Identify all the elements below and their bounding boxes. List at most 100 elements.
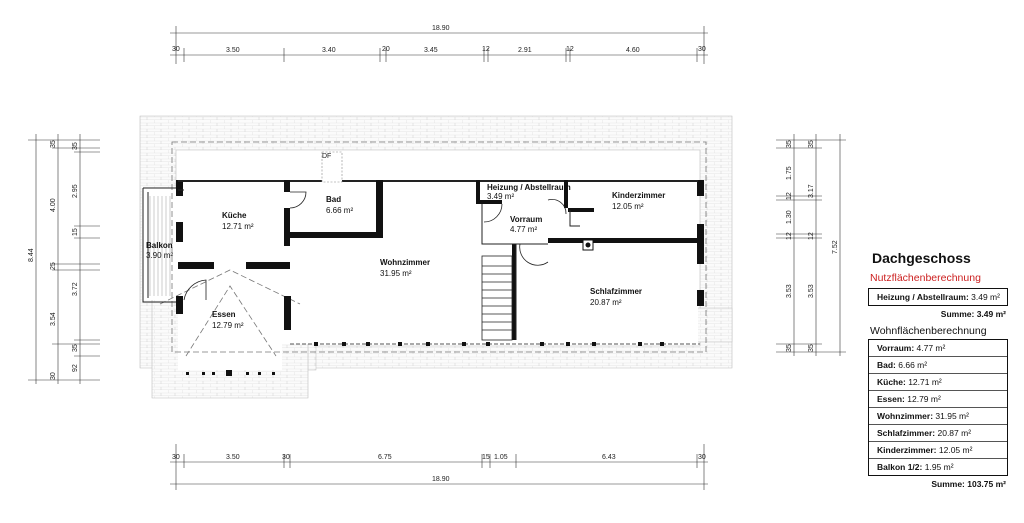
dim-label: 30 [698, 46, 706, 53]
chimney-icon [582, 239, 594, 251]
dim-label: 12 [786, 192, 793, 200]
dimension-top-labels: 18.90 30 3.50 3.40 20 3.45 12 2.91 12 4.… [172, 25, 706, 54]
dim-label: 2.95 [72, 184, 79, 198]
dimension-left [28, 134, 100, 384]
dim-label: 35 [808, 140, 815, 148]
window-marks [186, 342, 664, 375]
legend-title: Dachgeschoss [872, 250, 971, 266]
dim-label: 15 [482, 454, 490, 461]
room-name-wohnzimmer: Wohnzimmer [380, 258, 430, 267]
dim-label: 15 [72, 228, 79, 236]
wohnflaeche-row: Schlafzimmer: 20.87 m² [869, 425, 1007, 442]
row-label: Kinderzimmer: [877, 445, 937, 455]
nutzflaeche-heading: Nutzflächenberechnung [870, 272, 981, 284]
dim-label: 30 [282, 454, 290, 461]
walls [176, 180, 704, 376]
row-label: Essen: [877, 394, 905, 404]
dim-label: 35 [72, 142, 79, 150]
room-area-essen: 12.79 m² [212, 321, 244, 330]
dim-label: 3.17 [808, 184, 815, 198]
staircase [481, 255, 513, 341]
row-label: Bad: [877, 360, 896, 370]
room-area-kinderzimmer: 12.05 m² [612, 202, 644, 211]
dim-label: 18.90 [432, 25, 450, 32]
wohnflaeche-sum: Summe: 103.75 m² [931, 479, 1006, 489]
dim-label: 30 [698, 454, 706, 461]
dim-label: 6.43 [602, 454, 616, 461]
row-value: 12.71 m² [908, 377, 942, 387]
nutzflaeche-table: Heizung / Abstellraum: 3.49 m² [868, 288, 1008, 306]
row-value: 20.87 m² [937, 428, 972, 438]
room-area-kueche: 12.71 m² [222, 222, 254, 231]
dim-label: 4.60 [626, 47, 640, 54]
wohnflaeche-table: Vorraum: 4.77 m² Bad: 6.66 m² Küche: 12.… [868, 339, 1008, 476]
door-swings [183, 191, 567, 301]
row-value: 6.66 m² [898, 360, 928, 370]
dim-label: 35 [786, 140, 793, 148]
dim-label: 35 [72, 344, 79, 352]
room-area-schlafzimmer: 20.87 m² [590, 298, 622, 307]
room-name-schlafzimmer: Schlafzimmer [590, 287, 642, 296]
dim-label: 3.72 [72, 282, 79, 296]
room-name-kueche: Küche [222, 211, 247, 220]
dim-label: 12 [482, 46, 490, 53]
wohnflaeche-row: Vorraum: 4.77 m² [869, 340, 1007, 357]
dim-label: 3.50 [226, 454, 240, 461]
room-area-vorraum: 4.77 m² [510, 225, 537, 234]
row-value: 12.05 m² [938, 445, 973, 455]
wohnflaeche-row: Wohnzimmer: 31.95 m² [869, 408, 1007, 425]
row-value: 1.95 m² [924, 462, 954, 472]
dim-label: 1.75 [786, 166, 793, 180]
dimension-bottom-labels: 30 3.50 30 6.75 15 1.05 6.43 30 18.90 [172, 454, 706, 483]
row-label: Wohnzimmer: [877, 411, 934, 421]
balcony-hatch [149, 196, 171, 296]
dashed-outline [159, 141, 707, 357]
dim-label: 92 [72, 364, 79, 372]
room-area-heizung: 3.49 m² [487, 192, 514, 201]
row-label: Heizung / Abstellraum: [877, 292, 969, 302]
dimension-bottom [170, 444, 708, 490]
skylight-label: DF [322, 153, 331, 160]
wohnflaeche-row: Küche: 12.71 m² [869, 374, 1007, 391]
dim-label: 1.05 [494, 454, 508, 461]
dim-label: 12 [808, 232, 815, 240]
dimension-left-labels: 8.44 35 4.00 25 3.54 30 35 2.95 15 3.72 … [28, 140, 79, 380]
dim-label: 12 [786, 232, 793, 240]
dim-label: 3.50 [226, 47, 240, 54]
room-name-vorraum: Vorraum [510, 215, 542, 224]
dim-label: 7.52 [832, 240, 839, 254]
dim-label: 3.53 [786, 284, 793, 298]
row-label: Vorraum: [877, 343, 915, 353]
dim-label: 8.44 [28, 248, 35, 262]
wohnflaeche-row: Kinderzimmer: 12.05 m² [869, 442, 1007, 459]
room-area-bad: 6.66 m² [326, 206, 353, 215]
dimension-right [776, 134, 846, 356]
row-value: 31.95 m² [935, 411, 969, 421]
dim-label: 35 [50, 140, 57, 148]
dim-label: 30 [172, 46, 180, 53]
dimension-right-labels: 35 1.75 12 1.30 12 3.53 35 35 3.17 12 3.… [786, 140, 839, 352]
dimension-top [170, 26, 708, 64]
dim-label: 35 [808, 344, 815, 352]
room-name-heizung: Heizung / Abstellraum [487, 183, 571, 192]
dim-label: 30 [172, 454, 180, 461]
dim-label: 6.75 [378, 454, 392, 461]
skylight: DF [321, 151, 343, 183]
room-area-wohnzimmer: 31.95 m² [380, 269, 412, 278]
room-name-balkon: Balkon [146, 241, 173, 250]
row-label: Küche: [877, 377, 906, 387]
dim-label: 4.00 [50, 198, 57, 212]
row-label: Schlafzimmer: [877, 428, 936, 438]
dim-label: 18.90 [432, 476, 450, 483]
row-value: 3.49 m² [971, 292, 1000, 302]
nutzflaeche-sum: Summe: 3.49 m² [940, 309, 1006, 319]
dim-label: 30 [50, 372, 57, 380]
dim-label: 3.40 [322, 47, 336, 54]
dim-label: 2.91 [518, 47, 532, 54]
dim-label: 3.54 [50, 312, 57, 326]
row-value: 12.79 m² [907, 394, 941, 404]
room-name-essen: Essen [212, 310, 236, 319]
row-value: 4.77 m² [916, 343, 946, 353]
dim-label: 12 [566, 46, 574, 53]
row-label: Balkon 1/2: [877, 462, 923, 472]
